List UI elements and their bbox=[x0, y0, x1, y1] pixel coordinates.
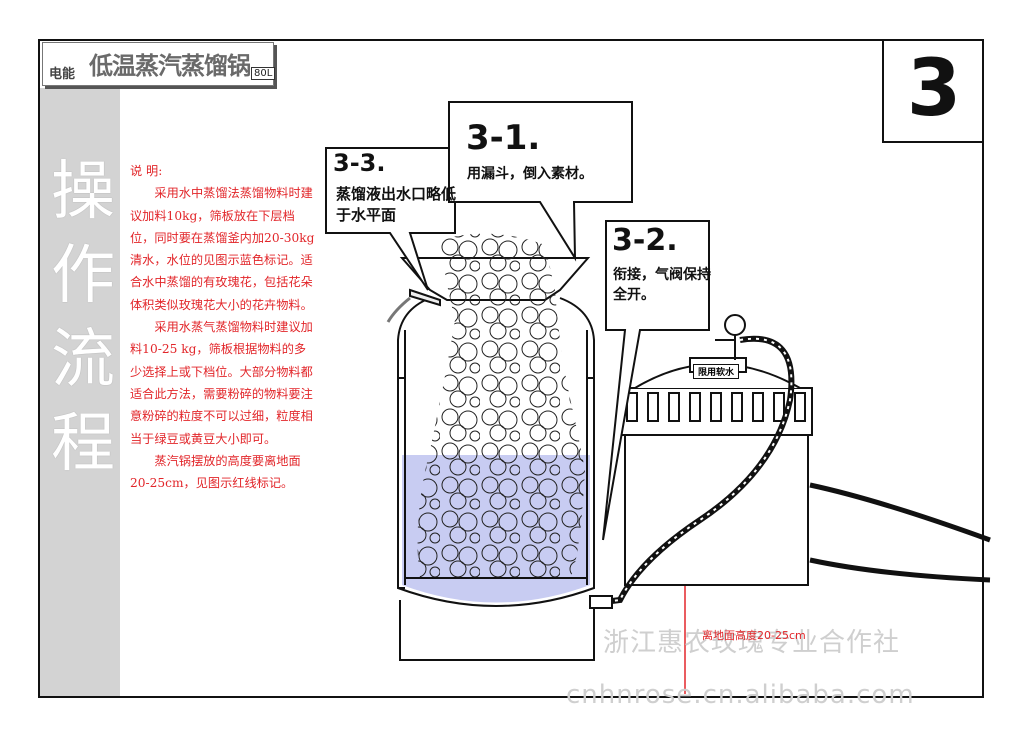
callout-3-3-text: 蒸馏液出水口略低于水平面 bbox=[336, 185, 457, 224]
callout-3-2-text: 衔接，气阀保持全开。 bbox=[613, 267, 711, 303]
boiler-clamps bbox=[626, 392, 806, 422]
description-heading: 说 明: bbox=[130, 164, 163, 178]
callout-3-1-title: 3-1. bbox=[466, 118, 541, 158]
product-title-box: 电能 低温蒸汽蒸馏锅 80L bbox=[42, 42, 276, 86]
watermark-url: cnhnrose.cn.alibaba.com bbox=[566, 680, 915, 710]
product-title: 低温蒸汽蒸馏锅 bbox=[89, 52, 251, 80]
height-label: 离地面高度20-25cm bbox=[702, 629, 806, 642]
side-char: 作 bbox=[51, 239, 115, 313]
side-char: 程 bbox=[51, 407, 115, 481]
description-paragraph: 蒸汽锅摆放的高度要离地面20-25cm，见图示红线标记。 bbox=[130, 453, 301, 491]
callout-3-2-title: 3-2. bbox=[612, 223, 678, 258]
callout-3-2 bbox=[602, 220, 710, 541]
boiler-plate-label: 限用软水 bbox=[693, 364, 740, 379]
callout-3-1-text: 用漏斗，倒入素材。 bbox=[467, 166, 593, 182]
section-title-vertical: 操 作 流 程 bbox=[48, 150, 118, 486]
description-paragraph: 采用水中蒸馏法蒸馏物料时建议加料10kg，筛板放在下层档位，同时要在蒸馏釜内加2… bbox=[130, 186, 315, 312]
hose-connector bbox=[589, 595, 613, 609]
callout-3-3-title: 3-3. bbox=[333, 149, 386, 177]
watermark-company: 浙江惠农玫瑰专业合作社 bbox=[603, 628, 901, 658]
side-char: 流 bbox=[51, 323, 115, 397]
capacity-badge: 80L bbox=[251, 67, 276, 80]
side-char: 操 bbox=[51, 155, 115, 229]
description-paragraph: 采用水蒸气蒸馏物料时建议加料10-25 kg，筛板根据物料的多少选择上或下档位。… bbox=[130, 320, 313, 446]
description-text: 说 明: 采用水中蒸馏法蒸馏物料时建议加料10kg，筛板放在下层档位，同时要在蒸… bbox=[130, 160, 318, 494]
pressure-gauge-icon bbox=[724, 314, 746, 336]
rose-petals bbox=[417, 233, 585, 579]
brand-dian: 电能 bbox=[49, 67, 76, 82]
distillation-vessel bbox=[397, 297, 595, 661]
callout-3-1 bbox=[448, 101, 633, 262]
outlet-pipe bbox=[386, 296, 411, 323]
power-cable bbox=[809, 482, 991, 543]
power-cable bbox=[809, 557, 991, 583]
sidebar-strip bbox=[40, 88, 120, 696]
step-number: 3 bbox=[882, 39, 984, 143]
